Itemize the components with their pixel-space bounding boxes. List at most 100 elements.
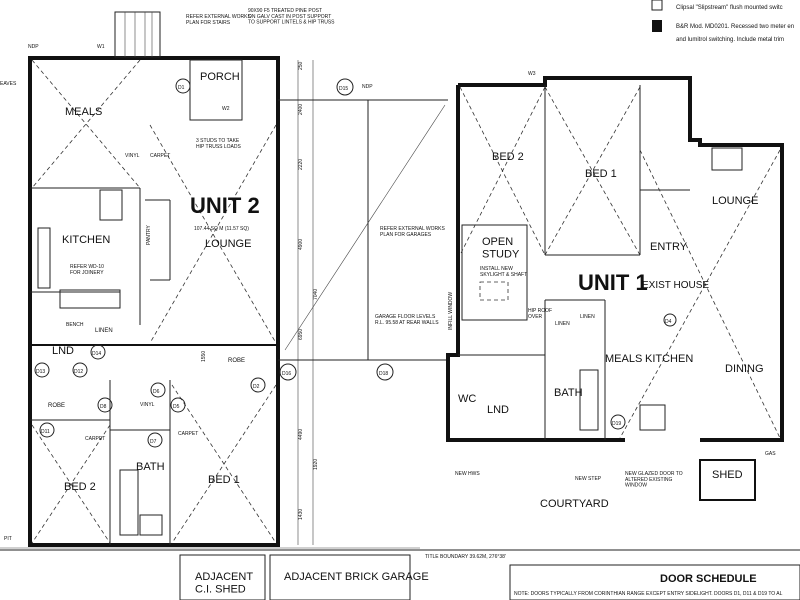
unit2-meals-label: MEALS (65, 106, 102, 118)
door-tag-d11: D11 (41, 429, 50, 435)
unit-2-outer-wall (28, 56, 280, 547)
finish-label-1: VINYL (125, 153, 140, 159)
unit2-lounge-label: LOUNGE (205, 238, 251, 250)
unit1-bed1-label: BED 1 (585, 168, 617, 180)
legend-line-1: Clipsal "Slipstream" flush mounted switc (676, 5, 783, 11)
door-tag-d6: D6 (153, 389, 160, 395)
unit2-bed1-label: BED 1 (208, 474, 240, 486)
adjacent-shed-box (179, 554, 266, 600)
door-tag-d13: D13 (36, 369, 45, 375)
unit1-subtitle: EXIST HOUSE (642, 280, 709, 291)
door-tag-d8: D8 (100, 404, 107, 410)
unit2-linen-label: LINEN (95, 328, 113, 334)
unit1-shed-label: SHED (712, 469, 743, 481)
unit2-dimensions: 250 2400 2220 4900 7040 6950 4490 1920 1… (201, 60, 319, 545)
unit1-bed2-label: BED 2 (492, 151, 524, 163)
meter-symbol-icon (652, 20, 662, 32)
dim-4490: 4490 (298, 429, 304, 440)
w1-tag: W1 (97, 44, 105, 50)
door-schedule-note: NOTE: DOORS TYPICALLY FROM CORINTHIAN RA… (514, 591, 783, 597)
unit2-title: UNIT 2 (190, 193, 260, 218)
unit2-porch-label: PORCH (200, 71, 240, 83)
door-schedule-box (509, 564, 800, 600)
door-tag-d15: D15 (339, 86, 348, 92)
unit2-robe-label-2: ROBE (48, 403, 65, 409)
legend-line-3: and lumitrol switching. Include metal tr… (676, 37, 784, 43)
legend: Clipsal "Slipstream" flush mounted switc… (651, 0, 794, 43)
door-tag-d12: D12 (74, 369, 83, 375)
door-tag-d4: D4 (665, 319, 672, 325)
dim-7040: 7040 (313, 289, 319, 300)
adjacent-garage-label: ADJACENT BRICK GARAGE (284, 571, 429, 583)
unit2-kitchen-label: KITCHEN (62, 234, 110, 246)
door-tag-d16: D16 (282, 371, 291, 377)
new-step-note: NEW STEP (575, 476, 602, 482)
unit1-lnd-label: LND (487, 404, 509, 416)
shed-outline (699, 459, 756, 501)
title-boundary-note: TITLE BOUNDARY 39.62M, 276°38' (425, 554, 506, 560)
adjacent-garage-box (269, 554, 411, 600)
dim-4900: 4900 (298, 239, 304, 250)
legend-line-2: B&R Mod. MD0201. Recessed two meter en (676, 24, 794, 30)
dim-1550: 1550 (201, 351, 207, 362)
pit-tag: PIT (4, 536, 12, 542)
finish-label-4: CARPET (85, 436, 105, 442)
w3-tag: W3 (528, 71, 536, 77)
dim-2220: 2220 (298, 159, 304, 170)
stairs-icon (114, 11, 161, 58)
door-schedule-title: DOOR SCHEDULE (660, 573, 757, 585)
finish-label-5: CARPET (178, 431, 198, 437)
unit1-dining-label: DINING (725, 363, 764, 375)
door-tag-d18: D18 (379, 371, 388, 377)
unit1-linen-label-1: LINEN (555, 321, 570, 327)
kitchen-bench (37, 227, 51, 289)
courtyard-label: COURTYARD (540, 498, 609, 510)
unit-2-plan: MEALS PORCH KITCHEN PANTRY UNIT 2 107.44… (0, 8, 335, 547)
unit2-robe-label-1: ROBE (228, 358, 245, 364)
unit2-pantry-label: PANTRY (146, 225, 152, 245)
unit1-title: UNIT 1 (578, 270, 648, 295)
unit1-bath-label: BATH (554, 387, 583, 399)
unit-1-outer-wall (458, 76, 784, 442)
new-hws-note: NEW HWS (455, 471, 480, 477)
eaves-tag: EAVES (0, 81, 17, 87)
unit1-meals-label: MEALS (605, 353, 642, 365)
door-tag-d14: D14 (92, 351, 101, 357)
unit1-lounge-label: LOUNGE (712, 195, 758, 207)
dim-250: 250 (298, 61, 304, 70)
dim-6950: 6950 (298, 329, 304, 340)
unit2-bench-label: BENCH (66, 322, 84, 328)
door-tag-d19: D19 (612, 421, 621, 427)
porch-outline (189, 59, 243, 121)
unit1-ndp-tag: NDP (362, 84, 373, 90)
door-tags: D1 D2 D12 D13 D14 D5 D6 D7 D8 D11 (34, 78, 266, 448)
wall-window-note: INFILL WINDOW (448, 292, 454, 330)
unit1-entry-label: ENTRY (650, 241, 688, 253)
dim-2400: 2400 (298, 104, 304, 115)
w2-tag: W2 (222, 106, 230, 112)
door-tag-d7: D7 (150, 439, 157, 445)
dim-1430: 1430 (298, 509, 304, 520)
unit1-linen-label-2: LINEN (580, 314, 595, 320)
switch-symbol-icon (651, 0, 663, 11)
dim-1920: 1920 (313, 459, 319, 470)
unit2-bed2-label: BED 2 (64, 481, 96, 493)
gas-label: GAS (765, 451, 776, 457)
finish-label-3: VINYL (140, 402, 155, 408)
